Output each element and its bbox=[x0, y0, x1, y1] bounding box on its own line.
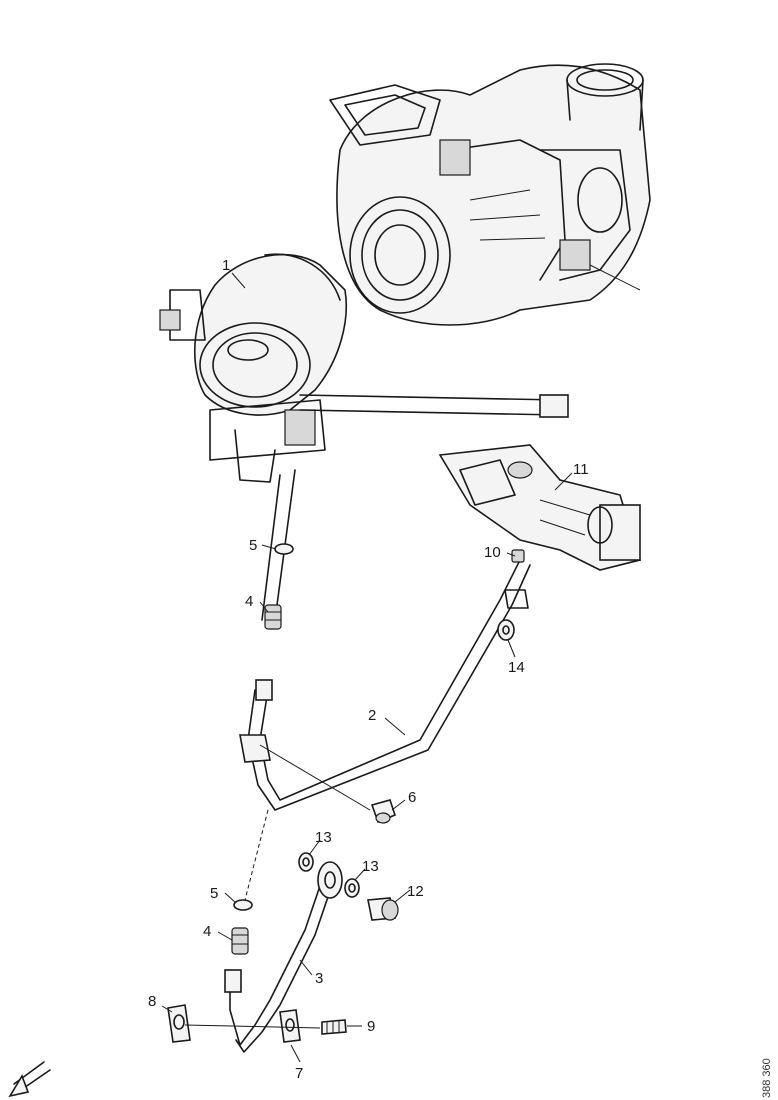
callout-14: 14 bbox=[508, 659, 525, 676]
part-13-washer-b bbox=[344, 878, 360, 898]
assembly-lines bbox=[184, 744, 371, 1029]
part-5-washer-upper bbox=[274, 543, 294, 555]
callout-6: 6 bbox=[408, 789, 416, 806]
callout-13-b: 13 bbox=[362, 858, 379, 875]
callout-11: 11 bbox=[573, 461, 589, 478]
part-3-pipe bbox=[224, 861, 343, 1053]
part-8-clamp bbox=[167, 1004, 191, 1043]
callout-7: 7 bbox=[295, 1065, 303, 1082]
part-4-union-lower bbox=[231, 927, 249, 955]
part-9-screw bbox=[321, 1019, 347, 1035]
reference-code: 388 360 bbox=[761, 1058, 773, 1098]
part-7-bracket bbox=[279, 1009, 301, 1043]
part-13-washer-a bbox=[298, 852, 314, 872]
callout-3: 3 bbox=[315, 970, 323, 987]
turbocharger bbox=[329, 63, 651, 326]
arrow-down-left-icon bbox=[8, 1061, 51, 1098]
part-10-fitting bbox=[511, 549, 525, 563]
callout-5-lower: 5 bbox=[210, 885, 218, 902]
callout-12: 12 bbox=[407, 883, 424, 900]
part-5-washer-lower bbox=[233, 899, 253, 911]
callout-13-a: 13 bbox=[315, 829, 332, 846]
callout-10: 10 bbox=[484, 544, 501, 561]
callout-5-upper: 5 bbox=[249, 537, 257, 554]
callout-8: 8 bbox=[148, 993, 156, 1010]
part-12-bolt bbox=[367, 897, 399, 921]
part-11-valve-assembly bbox=[438, 444, 642, 571]
callout-4-upper: 4 bbox=[245, 593, 253, 610]
part-1-elbow-housing bbox=[159, 253, 569, 483]
part-4-union-upper bbox=[264, 604, 282, 630]
callout-9: 9 bbox=[367, 1018, 375, 1035]
part-6-bolt bbox=[370, 799, 396, 824]
part-2-pipe bbox=[239, 469, 531, 811]
callout-2: 2 bbox=[368, 707, 376, 724]
leader-lines bbox=[161, 272, 573, 1063]
callout-1: 1 bbox=[222, 257, 230, 274]
part-14-washer bbox=[497, 619, 515, 641]
callout-4-lower: 4 bbox=[203, 923, 211, 940]
